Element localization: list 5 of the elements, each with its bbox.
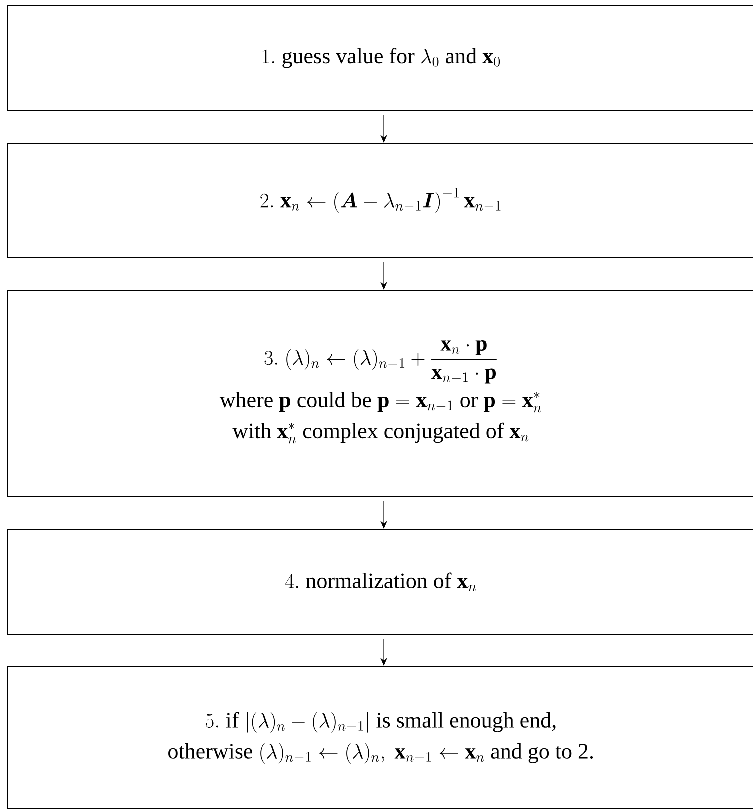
step-box: $2.\ \mathbf{x}_n \leftarrow \left(\boldsymbol{A} - \lambda_{n-1}\boldsymbol{I}\right)^{-1}\mathbf{x}_{n-1}$ [7, 143, 753, 258]
step-box: $4.\ \text{normalization of }\mathbf{x}_n$ [7, 529, 753, 636]
step-box: $1.\ \text{guess value for }\lambda_0\text{ and }\mathbf{x}_0$ [7, 5, 753, 112]
step-box: $\begin{gathered}5.\ \text{if }|(\lambda)_n-(\lambda)_{n-1}|\text{ is small enough end,}\\ \text{otherwise }(\lambda)_{n-1}\leftarrow(\lambda)_n,\ \mathbf{x}_{n-1}\leftarrow\mathbf{x}_n\text{ and go to 2.}\end{gathered}$ [7, 666, 753, 810]
step-box: $\begin{gathered}3.\ (\lambda)_n \leftarrow (\lambda)_{n-1} + \frac{\mathbf{x}_n\cdot\mathbf{p}}{\mathbf{x}_{n-1}\cdot\mathbf{p}}\\ \text{where }\mathbf{p}\text{ could be }\mathbf{p}=\mathbf{x}_{n-1}\text{ or }\mathbf{p}=\mathbf{x}_n^*\\ \text{with }\mathbf{x}_n^*\text{ complex conjugated of }\mathbf{x}_n\end{gathered}$ [7, 290, 753, 498]
